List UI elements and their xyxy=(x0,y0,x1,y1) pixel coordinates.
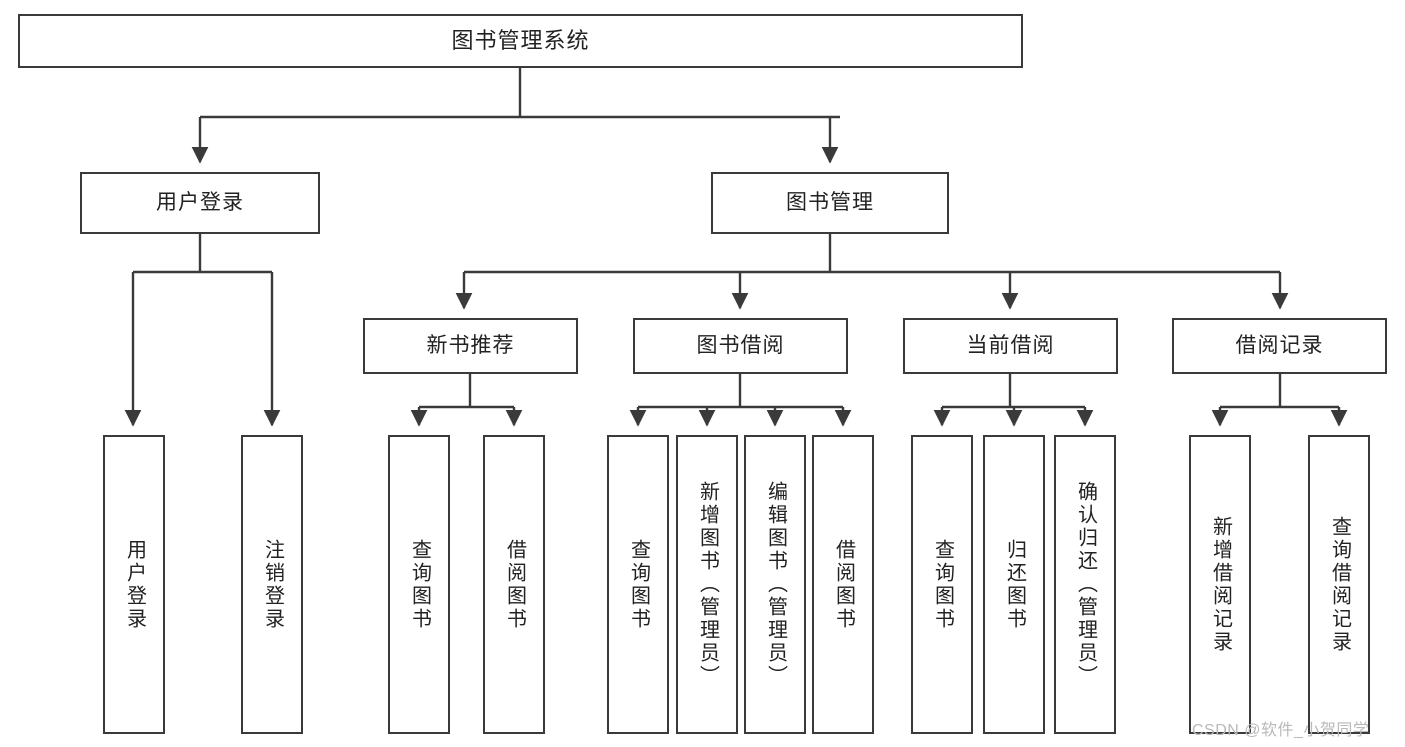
node-leaf-query-book-3[interactable]: 查询图书 xyxy=(911,435,973,734)
node-leaf-user-login-label: 用户登录 xyxy=(123,538,146,631)
node-book-manage-label: 图书管理 xyxy=(786,191,874,215)
node-user-login-label: 用户登录 xyxy=(156,191,244,215)
node-leaf-borrow-book-1-label: 借阅图书 xyxy=(503,538,526,631)
node-leaf-return-book[interactable]: 归还图书 xyxy=(983,435,1045,734)
node-leaf-user-login[interactable]: 用户登录 xyxy=(103,435,165,734)
node-new-book-rec[interactable]: 新书推荐 xyxy=(363,318,578,374)
node-leaf-query-book-3-label: 查询图书 xyxy=(931,538,954,631)
node-current-borrow[interactable]: 当前借阅 xyxy=(903,318,1118,374)
node-leaf-borrow-book-1[interactable]: 借阅图书 xyxy=(483,435,545,734)
node-leaf-query-book-1-label: 查询图书 xyxy=(408,538,431,631)
node-book-borrow[interactable]: 图书借阅 xyxy=(633,318,848,374)
node-leaf-confirm-return[interactable]: 确认归还（管理员） xyxy=(1054,435,1116,734)
node-leaf-user-logout[interactable]: 注销登录 xyxy=(241,435,303,734)
csdn-watermark: CSDN @软件_小贺同学 xyxy=(1192,722,1370,739)
node-root-label: 图书管理系统 xyxy=(451,27,590,53)
node-leaf-query-book-2[interactable]: 查询图书 xyxy=(607,435,669,734)
node-leaf-edit-book-label: 编辑图书（管理员） xyxy=(764,481,787,688)
node-leaf-borrow-book-2[interactable]: 借阅图书 xyxy=(812,435,874,734)
node-borrow-record[interactable]: 借阅记录 xyxy=(1172,318,1387,374)
node-leaf-borrow-book-2-label: 借阅图书 xyxy=(832,538,855,631)
node-leaf-add-book-label: 新增图书（管理员） xyxy=(696,481,719,688)
node-borrow-record-label: 借阅记录 xyxy=(1235,334,1324,358)
node-leaf-return-book-label: 归还图书 xyxy=(1003,538,1026,631)
node-new-book-rec-label: 新书推荐 xyxy=(426,334,515,358)
node-leaf-add-record-label: 新增借阅记录 xyxy=(1209,515,1232,654)
node-leaf-query-book-1[interactable]: 查询图书 xyxy=(388,435,450,734)
node-leaf-user-logout-label: 注销登录 xyxy=(261,538,284,631)
node-user-login[interactable]: 用户登录 xyxy=(80,172,320,234)
node-root[interactable]: 图书管理系统 xyxy=(18,14,1023,68)
node-leaf-add-book[interactable]: 新增图书（管理员） xyxy=(676,435,738,734)
node-book-borrow-label: 图书借阅 xyxy=(696,334,785,358)
node-leaf-confirm-return-label: 确认归还（管理员） xyxy=(1074,481,1097,688)
node-leaf-add-record[interactable]: 新增借阅记录 xyxy=(1189,435,1251,734)
node-leaf-query-record-label: 查询借阅记录 xyxy=(1328,515,1351,654)
node-leaf-query-book-2-label: 查询图书 xyxy=(627,538,650,631)
node-leaf-edit-book[interactable]: 编辑图书（管理员） xyxy=(744,435,806,734)
node-leaf-query-record[interactable]: 查询借阅记录 xyxy=(1308,435,1370,734)
node-book-manage[interactable]: 图书管理 xyxy=(711,172,949,234)
node-current-borrow-label: 当前借阅 xyxy=(966,334,1055,358)
